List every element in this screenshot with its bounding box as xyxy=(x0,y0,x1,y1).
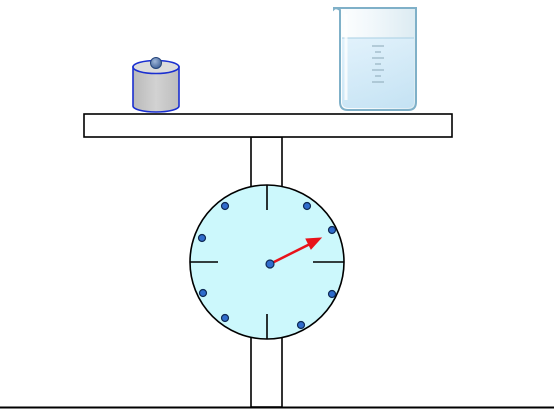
dial-hub xyxy=(265,259,275,269)
dial-bolts xyxy=(197,201,337,330)
dial-bolt xyxy=(302,201,312,211)
weight-knob xyxy=(150,57,162,69)
dial-bolt xyxy=(327,225,337,235)
dial-bolt xyxy=(220,313,230,323)
dial-bolt xyxy=(220,201,230,211)
beaker-icon xyxy=(333,7,417,111)
dial-icon xyxy=(189,184,345,340)
beaker-graduations xyxy=(372,45,384,83)
dial-bolt xyxy=(198,288,208,298)
scale-platform xyxy=(83,113,453,138)
dial-bolt xyxy=(296,320,306,330)
beaker-liquid xyxy=(342,38,414,108)
dial-bolt xyxy=(197,233,207,243)
dial-ticks xyxy=(190,185,344,339)
cylinder-weight-icon xyxy=(132,57,180,113)
dial-bolt xyxy=(327,289,337,299)
pointer-arrow-icon xyxy=(269,237,323,266)
